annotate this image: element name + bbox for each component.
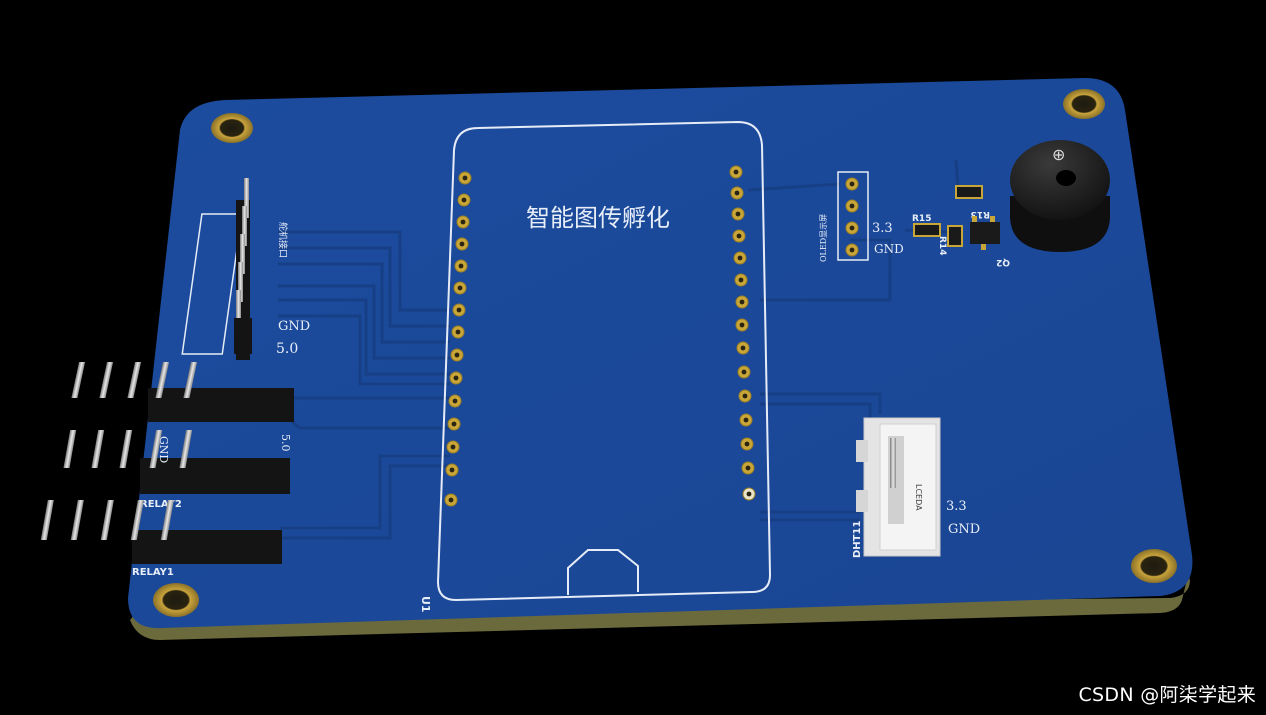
mounting-holes [153,89,1177,617]
module-u1: 智能图传孵化 U1 [419,120,772,613]
r15-label: R15 [912,214,931,224]
servo-5v-label: 5.0 [276,341,298,357]
watermark-text: CSDN @阿柒学起来 [1078,684,1256,706]
board-title: 智能图传孵化 [526,204,670,232]
mounting-hole [211,113,253,143]
relay-header-top [71,362,294,422]
resistor-r14 [947,225,963,247]
sensor-header-label: OLED显示屏 [819,214,828,262]
dht-ref-label: DHT11 [852,521,863,558]
usb-notch [567,549,639,595]
servo-header: 舵机接口 GND 5.0 [181,178,310,360]
relay2-5v-label: 5.0 [279,434,292,452]
relay1-ref-label: RELAY1 [132,567,174,578]
mounting-hole [1063,89,1105,119]
relay-header-relay2: GND 5.0 RELAY2 [63,430,292,510]
module-outline [436,120,772,602]
mounting-hole [153,583,199,617]
module-right-pins [729,165,756,501]
q2-label: Q2 [996,257,1010,267]
module-ref-label: U1 [419,596,432,613]
dht11-connector: LCEDA DHT11 3.3 GND [852,417,980,558]
relay2-ref-label: RELAY2 [140,499,182,510]
servo-header-outline [181,213,243,355]
r13-label: R13 [971,209,990,219]
resistor-r13 [955,185,983,199]
buzzer-circuit: R13 R15 R14 Q2 ⊕ [912,140,1110,267]
dht-33-label: 3.3 [946,499,967,514]
buzzer-plus-icon: ⊕ [1052,145,1065,164]
r14-label: R14 [937,236,947,255]
sensor-header: OLED显示屏 3.3 GND [819,171,904,262]
transistor-q2 [970,222,1000,244]
resistor-r15 [913,223,941,237]
sensor-gnd-label: GND [874,242,904,256]
buzzer-hole [1056,170,1076,186]
mounting-hole [1131,549,1177,583]
dht-connector-text: LCEDA [914,484,923,511]
sensor-33-label: 3.3 [872,221,893,236]
servo-header-label: 舵机接口 [277,222,289,258]
relay-header-relay1: RELAY1 [40,500,282,578]
servo-header-pins [234,178,252,360]
dht-gnd-label: GND [948,522,980,537]
servo-gnd-label: GND [278,319,310,334]
relay2-gnd-label: GND [157,436,170,463]
module-left-pins [444,171,472,507]
copper-traces [278,159,969,540]
